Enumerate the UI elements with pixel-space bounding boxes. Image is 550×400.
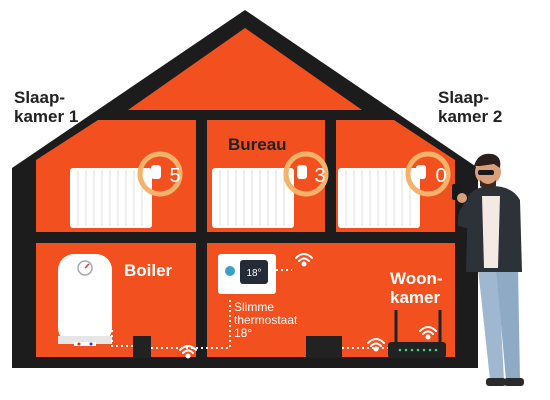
wifi-icon [419,326,437,340]
water-heater-icon [58,254,112,346]
attic-room [128,28,362,110]
radiator-valve-bureau[interactable]: 3 [283,151,329,197]
wifi-icon [179,345,197,359]
svg-text:18°: 18° [234,326,252,340]
boiler-module [133,336,151,358]
svg-text:Slaap-: Slaap- [438,88,489,107]
wifi-icon [295,253,313,267]
radiator-valve-slaapkamer-1[interactable]: 5 [137,151,183,197]
wiring [111,269,388,349]
valve-setting: 0 [435,165,446,187]
svg-text:kamer 2: kamer 2 [438,107,502,126]
thermostat-caption: Slimme thermostaat 18° [234,300,298,340]
router-icon [388,310,446,358]
label-bureau: Bureau [228,135,287,154]
svg-text:Woon-: Woon- [390,269,443,288]
svg-text:thermostaat: thermostaat [234,313,298,327]
radiator-icon [338,168,420,228]
valve-knob [297,165,307,179]
person-with-phone [452,153,524,386]
smart-thermostat[interactable]: 18° [218,254,276,294]
smart-hub [306,336,342,358]
svg-text:kamer: kamer [390,288,440,307]
svg-text:Slaap-: Slaap- [14,88,65,107]
radiator-valve-slaapkamer-2[interactable]: 0 [405,151,451,197]
label-boiler: Boiler [124,261,173,280]
valve-setting: 3 [314,165,325,187]
label-slaapkamer-1: Slaap- kamer 1 [14,88,78,126]
valve-knob [151,165,161,179]
thermostat-display: 18° [246,268,261,279]
wifi-icon [367,338,385,352]
svg-text:kamer 1: kamer 1 [14,107,78,126]
valve-setting: 5 [169,165,180,187]
label-slaapkamer-2: Slaap- kamer 2 [438,88,502,126]
valve-knob [416,165,426,179]
radiator-icon [212,168,294,228]
label-woonkamer: Woon- kamer [390,269,443,307]
svg-text:Slimme: Slimme [234,300,274,314]
radiator-icon [70,168,152,228]
